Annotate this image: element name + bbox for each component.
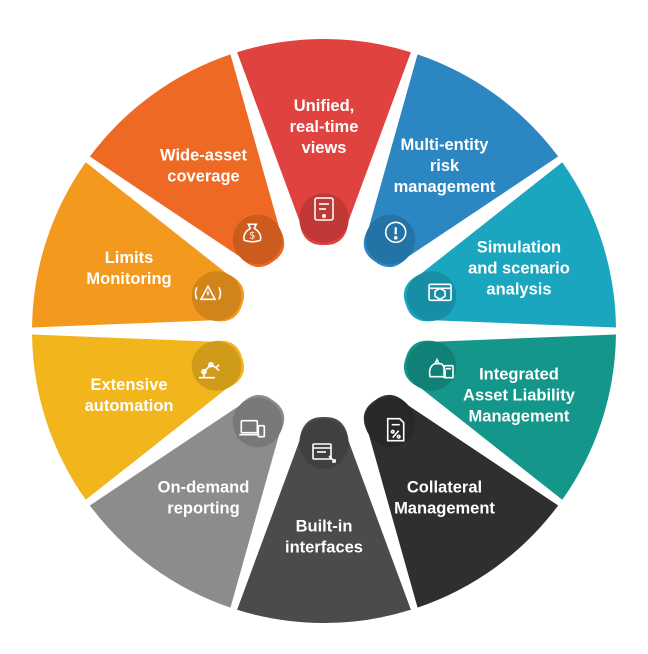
segment-shape <box>32 162 245 328</box>
segment-label-line: Simulation <box>477 239 561 257</box>
segment-6: Built-in interfaces <box>237 416 411 624</box>
segment-3: Simulation and scenario analysis <box>403 162 616 328</box>
segment-shape <box>403 162 616 328</box>
segment-label-line: Integrated <box>479 365 559 383</box>
segment-shape <box>89 394 285 608</box>
warning-signal-icon <box>194 284 222 301</box>
segment-1: Unified, real-time views <box>237 38 411 246</box>
segment-7: On-demand reporting <box>89 394 285 608</box>
segment-label-line: Monitoring <box>86 270 171 288</box>
segment-shape <box>237 38 411 246</box>
segment-shape <box>32 334 245 500</box>
segment-2: Multi-entity risk management <box>363 54 559 268</box>
segment-label-line: Asset Liability <box>463 386 576 404</box>
segment-label-line: risk <box>430 157 460 175</box>
segment-10: $ Wide-asset coverage <box>89 54 285 268</box>
segment-label-line: Built-in <box>296 518 353 536</box>
segment-label-line: Wide-asset <box>160 147 247 165</box>
segment-shape <box>237 416 411 624</box>
segment-label-line: real-time <box>290 118 359 136</box>
segment-label-line: analysis <box>486 281 551 299</box>
segment-label-line: coverage <box>167 168 239 186</box>
segment-8: Extensive automation <box>32 334 245 500</box>
segment-label-line: Management <box>394 499 495 517</box>
segment-label-line: Limits <box>105 249 154 267</box>
segment-knob <box>406 271 457 321</box>
segment-knob <box>365 397 416 448</box>
segment-shape <box>403 334 616 500</box>
segment-label-line: interfaces <box>285 539 363 557</box>
simulation-screen-icon <box>428 283 452 302</box>
interface-window-icon <box>312 443 336 463</box>
segment-label-line: On-demand <box>158 478 250 496</box>
robot-arm-icon <box>198 361 220 379</box>
alert-icon <box>384 221 407 244</box>
segment-label: Extensive automation <box>85 376 174 415</box>
segment-shape <box>89 54 285 268</box>
devices-icon <box>239 419 266 438</box>
dashboard-tablet-icon <box>314 197 334 221</box>
document-percent-icon <box>386 417 405 442</box>
segment-knob <box>232 214 283 265</box>
segment-label: Multi-entity risk management <box>394 136 496 196</box>
segment-label-line: views <box>302 139 347 157</box>
segment-label-line: Unified, <box>294 97 355 115</box>
segments-layer: Unified, real-time views Multi-entity risk ma… <box>32 38 616 624</box>
segment-label-line: Collateral <box>407 478 482 496</box>
segment-label-line: Management <box>469 407 570 425</box>
segment-knob <box>191 341 242 391</box>
segment-label-line: management <box>394 178 496 196</box>
segment-label: Unified, real-time views <box>290 97 359 157</box>
segment-shape <box>363 54 559 268</box>
segment-label: Built-in interfaces <box>285 518 363 557</box>
segment-label-line: automation <box>85 397 174 415</box>
money-bag-icon: $ <box>243 223 262 243</box>
segment-label: On-demand reporting <box>158 478 250 517</box>
segment-label-line: reporting <box>167 499 239 517</box>
segment-shape <box>363 394 559 608</box>
segment-label-line: Multi-entity <box>401 136 490 154</box>
dollar-sign-glyph: $ <box>249 230 255 241</box>
money-calculator-icon <box>428 357 454 379</box>
segment-label: Wide-asset coverage <box>160 147 247 186</box>
segment-knob <box>191 271 242 321</box>
segment-label: Simulation and scenario analysis <box>468 239 570 299</box>
segment-knob <box>365 214 416 265</box>
segment-label-line: Extensive <box>91 376 168 394</box>
segment-label-line: and scenario <box>468 260 570 278</box>
